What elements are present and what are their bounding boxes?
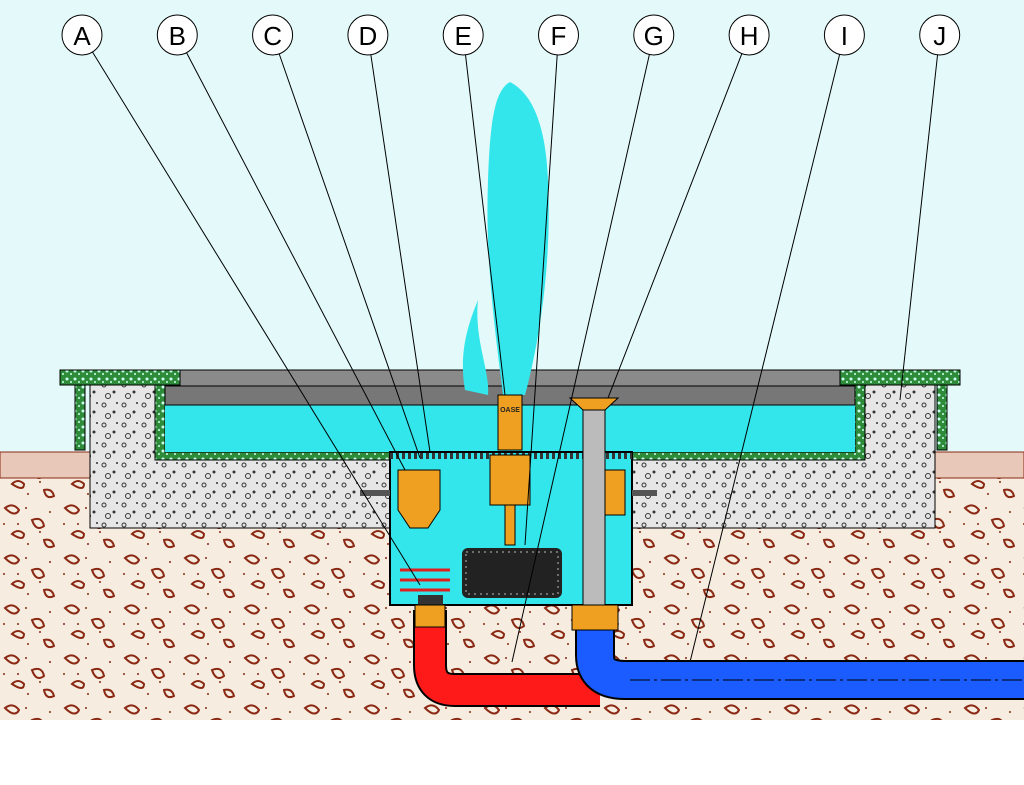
paving-right [934,451,1024,479]
callout-letter: J [933,21,946,51]
leader-line-c [278,53,421,459]
basin-rim-left [59,369,181,386]
bracket [632,490,657,496]
overflow [568,397,620,606]
callout-a: A [61,14,103,56]
level-sensor [604,469,626,516]
water-spray [462,300,489,395]
leader-line-j [899,54,939,401]
callout-g: G [633,14,675,56]
callout-letter: B [169,21,186,51]
leader-line-e [465,54,506,396]
callout-letter: D [359,21,378,51]
callout-letter: E [455,21,472,51]
callout-letter: I [841,21,848,51]
callout-circle [252,14,294,56]
callout-circle [919,14,961,56]
callout-circle [442,14,484,56]
liner-right [936,384,948,451]
water-jet [487,82,549,395]
callout-b: B [156,14,198,56]
sump-filter [360,469,441,529]
callout-d: D [347,14,389,56]
drain-pipe [577,625,1024,698]
callout-e: E [442,14,484,56]
callout-circle [538,14,579,56]
callout-letter: G [644,21,664,51]
liner-left [74,384,86,451]
callout-letter: F [551,21,567,51]
callout-i: I [823,14,865,56]
callout-j: J [919,14,961,56]
jet-nozzle: OASE [489,394,531,546]
callout-letter: H [740,21,759,51]
leader-line-g [511,54,650,663]
callout-circle [61,14,103,56]
pump [400,548,562,605]
callout-circle [728,14,770,56]
leader-line-h [607,53,743,399]
callout-letter: A [73,21,91,51]
paving-left [0,451,91,479]
callout-c: C [252,14,294,56]
pressure-pipe [415,610,600,705]
callout-circle [633,14,675,56]
callout-circle [347,14,389,56]
callout-f: F [538,14,579,56]
callout-h: H [728,14,770,56]
leader-line-d [370,54,431,453]
leader-line-b [186,52,406,471]
bottom-margin [0,720,1024,785]
callout-letter: C [263,21,282,51]
callout-circle [823,14,865,56]
callout-circle [156,14,198,56]
leader-line-a [92,51,421,586]
pump-inlet [414,604,446,628]
leader-line-f [524,54,558,546]
nozzle-brand: OASE [500,407,520,414]
leader-line-i [689,54,841,663]
drain-fitting [571,604,619,631]
basin-rim-right [839,369,961,386]
